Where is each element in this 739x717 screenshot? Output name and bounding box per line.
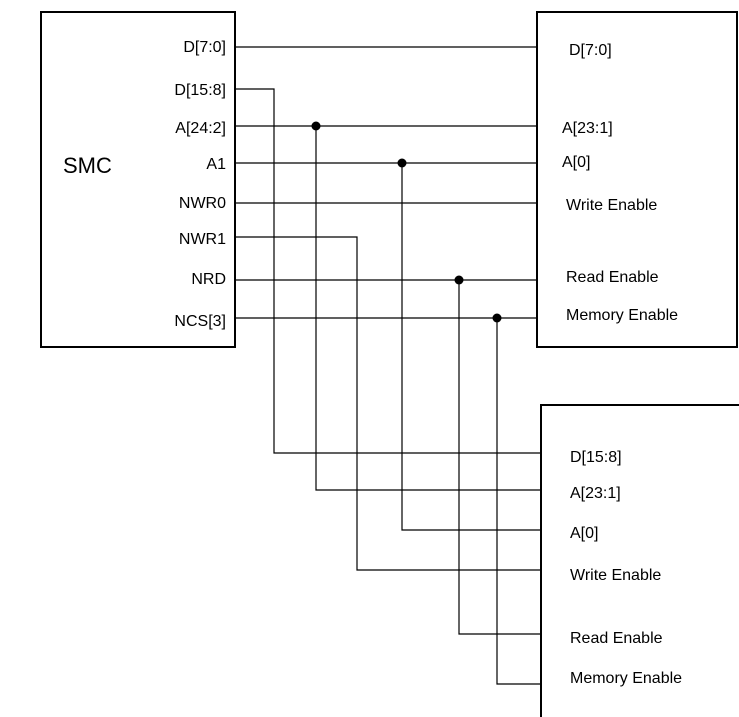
smc-pin-d7-0: D[7:0] [183, 39, 226, 56]
upper-pin-memory-enable: Memory Enable [566, 307, 678, 324]
wire-a1-lower [401, 163, 541, 531]
smc-title: SMC [63, 153, 112, 178]
upper-pin-a0: A[0] [562, 154, 590, 171]
upper-pin-a23-1: A[23:1] [562, 120, 613, 137]
smc-pin-a1: A1 [206, 156, 226, 173]
smc-pin-ncs3: NCS[3] [174, 313, 226, 330]
lower-pin-d15-8: D[15:8] [570, 449, 622, 466]
lower-pin-a0: A[0] [570, 525, 598, 542]
wire-nrd-lower [458, 280, 541, 635]
memory-upper-block [536, 11, 738, 348]
smc-pin-d15-8: D[15:8] [174, 82, 226, 99]
junction-ncs3 [492, 313, 502, 323]
lower-pin-write-enable: Write Enable [570, 567, 661, 584]
smc-pin-nwr1: NWR1 [179, 231, 226, 248]
junction-a1 [397, 158, 407, 168]
lower-pin-read-enable: Read Enable [570, 630, 663, 647]
smc-pin-a24-2: A[24:2] [175, 120, 226, 137]
wire-ncs3-lower [496, 318, 541, 685]
smc-block [40, 11, 236, 348]
memory-lower-block [540, 404, 739, 717]
wire-nwr1 [235, 236, 541, 571]
wire-d15-8 [235, 88, 541, 454]
upper-pin-d7-0: D[7:0] [569, 42, 612, 59]
wire-a24-2-lower [315, 126, 541, 491]
junction-a24-2 [311, 121, 321, 131]
lower-pin-memory-enable: Memory Enable [570, 670, 682, 687]
upper-pin-read-enable: Read Enable [566, 269, 659, 286]
smc-pin-nrd: NRD [191, 271, 226, 288]
smc-pin-nwr0: NWR0 [179, 195, 226, 212]
upper-pin-write-enable: Write Enable [566, 197, 657, 214]
lower-pin-a23-1: A[23:1] [570, 485, 621, 502]
junction-nrd [454, 275, 464, 285]
